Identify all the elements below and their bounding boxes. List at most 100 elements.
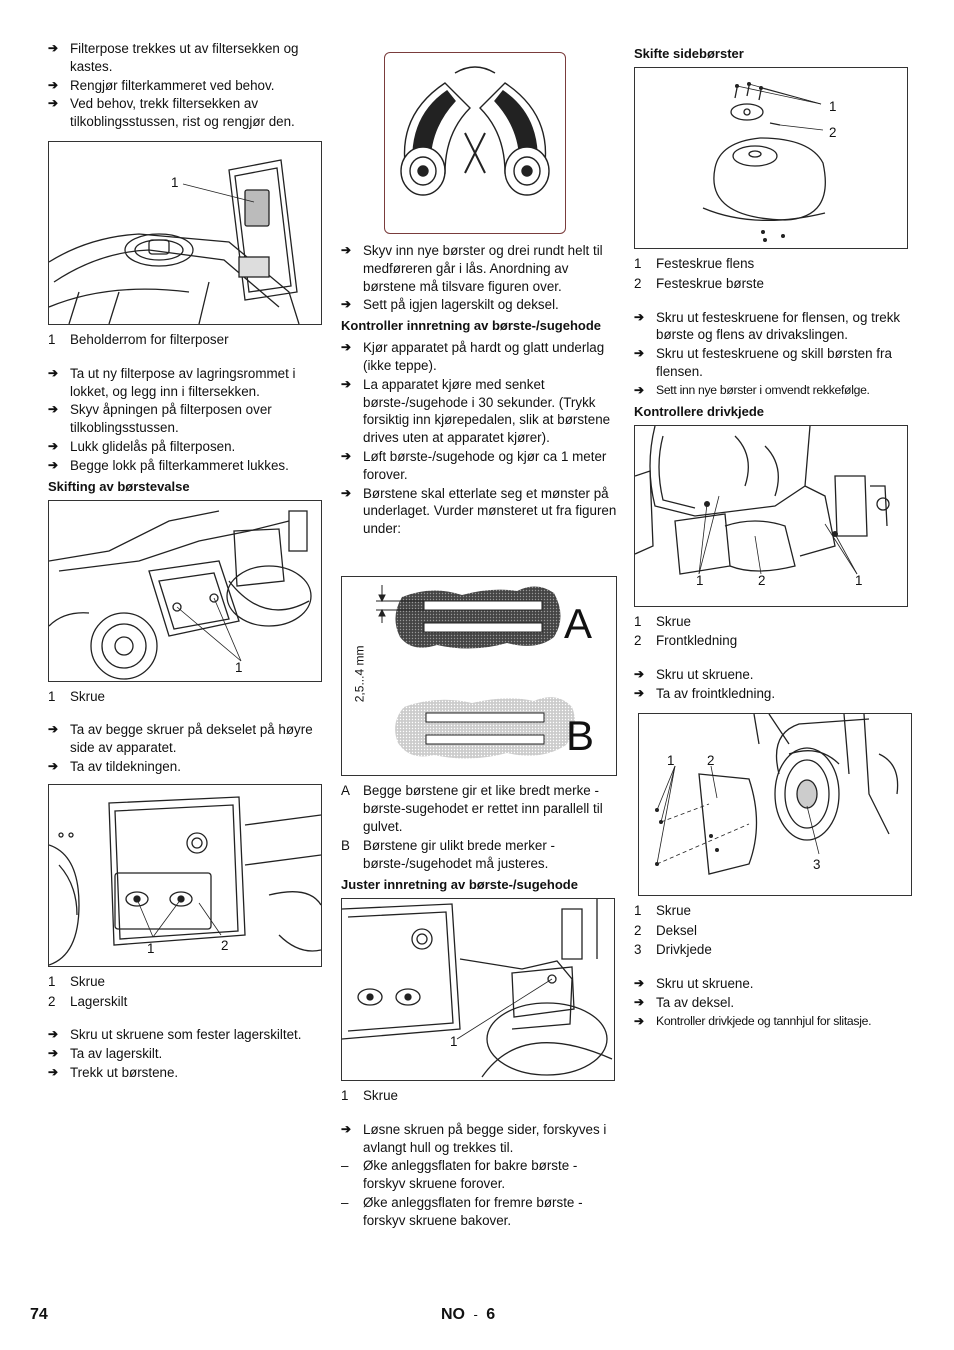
arrow-right-icon: ➔ — [634, 976, 645, 991]
arrow-right-icon: ➔ — [634, 994, 645, 1009]
step: ➔Ta av tildekningen. — [48, 758, 181, 774]
section-heading: Skifte sidebørster — [634, 46, 744, 61]
callout-1: 1 — [696, 572, 704, 588]
section-heading: Juster innretning av børste-/sugehode — [341, 876, 578, 892]
page-number: 74 — [30, 1306, 48, 1323]
step: ➔Ta ut ny filterpose av lagringsrommet i… — [48, 365, 296, 399]
column-2: ➔Skyv inn nye børster og drei rundt helt… — [341, 40, 617, 1231]
arrow-right-icon: ➔ — [634, 382, 644, 397]
callout-1: 1 — [829, 99, 837, 114]
arrow-right-icon: ➔ — [341, 448, 352, 463]
pattern-label-b: B — [566, 711, 595, 759]
callout-1: 1 — [667, 752, 675, 768]
step: ➔Børstene skal etterlate seg et mønster … — [341, 485, 617, 537]
step: ➔La apparatet kjøre med senket børste-/s… — [341, 376, 611, 446]
arrow-right-icon: ➔ — [341, 1121, 352, 1136]
arrow-right-icon: ➔ — [341, 376, 352, 391]
callout-1: 1 — [235, 659, 243, 675]
arrow-right-icon: ➔ — [48, 365, 59, 380]
callout-2: 2 — [758, 572, 766, 588]
arrow-right-icon: ➔ — [341, 340, 352, 355]
dash-item: –Øke anleggsflaten for bakre børste - fo… — [341, 1158, 578, 1192]
figure-bearing-plate: 1 2 — [48, 783, 322, 967]
dimension-label: 2,5...4 mm — [352, 645, 367, 703]
step: ➔Ta av frointkledning. — [634, 685, 776, 701]
arrow-right-icon: ➔ — [634, 667, 645, 682]
arrow-right-icon: ➔ — [634, 346, 645, 361]
figure-brush-cover: 1 — [48, 499, 322, 682]
arrow-right-icon: ➔ — [48, 96, 59, 111]
step: ➔Løft børste-/sugehode og kjør ca 1 mete… — [341, 448, 607, 482]
arrow-right-icon: ➔ — [341, 243, 352, 257]
arrow-right-icon: ➔ — [48, 758, 59, 773]
arrow-right-icon: ➔ — [341, 485, 352, 500]
step: ➔Kontroller drivkjede og tannhjul for sl… — [634, 1013, 910, 1031]
callout-3: 3 — [813, 856, 821, 872]
step: ➔Lukk glidelås på filterposen. — [48, 438, 236, 454]
callout-2: 2 — [707, 752, 715, 768]
figure-filter-compartment: 1 — [48, 140, 322, 325]
arrow-right-icon: ➔ — [48, 1064, 59, 1079]
step: ➔Skyv inn nye børster og drei rundt helt… — [341, 243, 603, 294]
column-1: ➔Filterpose trekkes ut av filtersekken o… — [48, 40, 322, 1083]
figure-side-brush: 1 2 — [634, 67, 908, 249]
step: ➔Kjør apparatet på hardt og glatt underl… — [341, 340, 605, 373]
callout-2: 2 — [829, 125, 837, 140]
step: ➔Trekk ut børstene. — [48, 1064, 179, 1080]
step: ➔Filterpose trekkes ut av filtersekken o… — [48, 41, 299, 74]
arrow-right-icon: ➔ — [634, 309, 645, 324]
column-3: Skifte sidebørster — [634, 40, 912, 1032]
dash-item: –Øke anleggsflaten for fremre børste - f… — [341, 1194, 583, 1228]
arrow-right-icon: ➔ — [48, 41, 59, 55]
figure-adjust-head: 1 — [341, 897, 615, 1081]
arrow-right-icon: ➔ — [48, 1027, 59, 1042]
arrow-right-icon: ➔ — [634, 685, 645, 700]
step: ➔Skru ut skruene. — [634, 976, 754, 992]
figure-brush-pattern: A B 2,5...4 mm — [341, 575, 617, 776]
step: ➔Skru ut festeskruene og skill børsten f… — [634, 346, 892, 379]
arrow-right-icon: ➔ — [48, 402, 59, 417]
step: ➔Løsne skruen på begge sider, forskyves … — [341, 1121, 607, 1155]
callout-1: 1 — [450, 1033, 458, 1049]
step: ➔Rengjør filterkammeret ved behov. — [48, 77, 275, 93]
arrow-right-icon: ➔ — [48, 1046, 59, 1061]
callout-1b: 1 — [855, 572, 863, 588]
arrow-right-icon: ➔ — [48, 77, 59, 92]
page-language-code: NO - 6 — [441, 1306, 496, 1323]
arrow-right-icon: ➔ — [48, 438, 59, 453]
figure-front-cover: 1 2 1 — [634, 424, 908, 607]
step: ➔Skru ut festeskruene for flensen, og tr… — [634, 309, 901, 343]
figure-drive-chain: 1 2 3 — [638, 712, 912, 896]
arrow-right-icon: ➔ — [634, 1013, 644, 1028]
callout-2: 2 — [221, 937, 229, 953]
callout-1: 1 — [171, 174, 179, 190]
figure-brush-arrangement — [384, 52, 566, 234]
section-heading: Kontroller innretning av børste-/sugehod… — [341, 318, 602, 334]
step: ➔Ta av deksel. — [634, 994, 735, 1010]
section-heading: Skifting av børstevalse — [48, 478, 190, 494]
arrow-right-icon: ➔ — [48, 722, 59, 737]
step: ➔Begge lokk på filterkammeret lukkes. — [48, 457, 289, 473]
step: ➔Ta av lagerskilt. — [48, 1046, 163, 1062]
arrow-right-icon: ➔ — [48, 457, 59, 472]
arrow-right-icon: ➔ — [341, 297, 352, 312]
step: ➔Sett på igjen lagerskilt og deksel. — [341, 297, 559, 313]
step: ➔Skru ut skruene. — [634, 667, 754, 683]
step: ➔Ved behov, trekk filtersekken av tilkob… — [48, 96, 295, 130]
step: ➔Sett inn nye børster i omvendt rekkeføl… — [634, 382, 910, 400]
section-heading: Kontrollere drivkjede — [634, 403, 765, 419]
step: ➔Skyv åpningen på filterposen over tilko… — [48, 402, 272, 436]
